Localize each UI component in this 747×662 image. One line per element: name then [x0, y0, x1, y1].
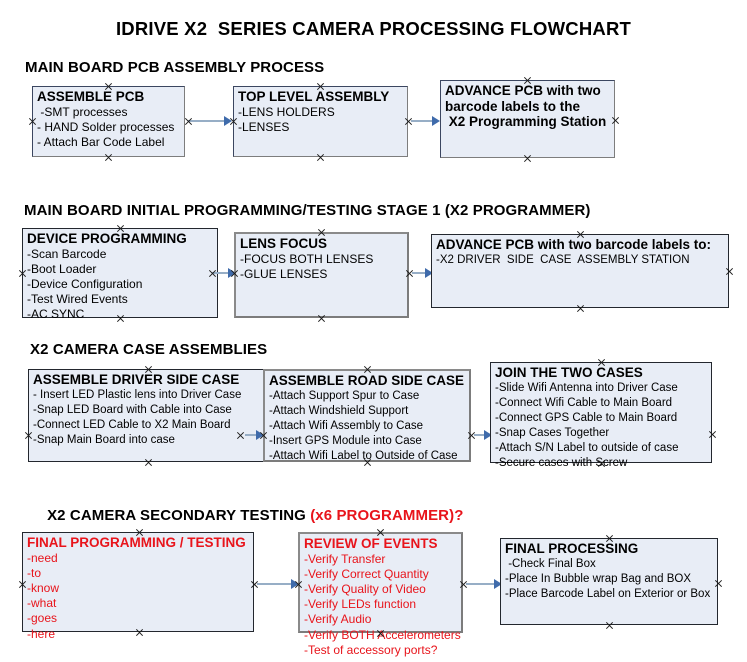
- connector-driver-to-road-side: [245, 434, 261, 436]
- node-final-programming-testing-line-1: -need: [27, 550, 58, 565]
- node-join-two-cases-line-6: -Secure cases with Screw: [495, 456, 628, 469]
- node-review-of-events-line-5: -Verify Audio: [304, 612, 372, 627]
- connector-review-to-final-processing: [466, 583, 499, 585]
- node-final-programming-testing-line-2: -to: [27, 565, 42, 580]
- page-title: IDRIVE X2 SERIES CAMERA PROCESSING FLOWC…: [115, 18, 632, 39]
- node-join-two-cases-line-2: -Connect Wifi Cable to Main Board: [495, 396, 673, 409]
- node-final-processing[interactable]: FINAL PROCESSING -Check Final Box -Place…: [500, 538, 718, 625]
- node-review-of-events-line-4: -Verify LEDs function: [304, 597, 417, 612]
- node-device-programming-line-3: -Device Configuration: [27, 276, 143, 291]
- arrowhead-icon: [224, 116, 232, 126]
- node-assemble-road-side-case-line-5: -Attach Wifi Label to Outside of Case: [269, 449, 458, 462]
- section-header-main-board-initial-programming: MAIN BOARD INITIAL PROGRAMMING/TESTING S…: [24, 202, 591, 219]
- node-review-of-events-line-1: -Verify Transfer: [304, 551, 386, 566]
- node-assemble-road-side-case-line-2: -Attach Windshield Support: [269, 404, 409, 417]
- node-advance-pcb-programming-station-line-2: barcode labels to the: [445, 98, 581, 114]
- section-header-main-board-pcb-assembly: MAIN BOARD PCB ASSEMBLY PROCESS: [25, 59, 325, 76]
- node-top-level-assembly-line-2: -LENSES: [238, 119, 290, 134]
- node-assemble-driver-side-case-line-4: -Snap Main Board into case: [33, 433, 175, 446]
- arrowhead-icon: [425, 268, 433, 278]
- section-header-secondary-testing-label: X2 CAMERA SECONDARY TESTING: [47, 507, 311, 524]
- node-review-of-events-line-3: -Verify Quality of Video: [304, 581, 426, 596]
- section-header-x2-camera-case-assemblies: X2 CAMERA CASE ASSEMBLIES: [30, 341, 268, 358]
- node-device-programming-line-5: -AC SYNC: [27, 307, 85, 322]
- arrowhead-icon: [484, 430, 492, 440]
- arrowhead-icon: [432, 116, 440, 126]
- node-final-programming-testing-line-5: -goes: [27, 611, 58, 626]
- node-assemble-pcb-line-1: -SMT processes: [37, 104, 128, 119]
- node-review-of-events-line-2: -Verify Correct Quantity: [304, 566, 429, 581]
- connector-device-to-lens-focus: [212, 272, 234, 274]
- node-join-two-cases-title: JOIN THE TWO CASES: [495, 365, 643, 380]
- node-assemble-road-side-case-line-4: -Insert GPS Module into Case: [269, 434, 422, 447]
- node-device-programming[interactable]: DEVICE PROGRAMMING -Scan Barcode -Boot L…: [22, 228, 218, 321]
- node-join-two-cases-line-4: -Snap Cases Together: [495, 426, 610, 439]
- node-lens-focus[interactable]: LENS FOCUS -FOCUS BOTH LENSES -GLUE LENS…: [234, 232, 409, 318]
- node-lens-focus-line-2: -GLUE LENSES: [240, 266, 328, 281]
- section-header-x2-camera-secondary-testing: X2 CAMERA SECONDARY TESTING (x6 PROGRAMM…: [30, 490, 463, 541]
- node-assemble-road-side-case[interactable]: ASSEMBLE ROAD SIDE CASE -Attach Support …: [263, 369, 471, 462]
- node-join-two-cases[interactable]: JOIN THE TWO CASES -Slide Wifi Antenna i…: [490, 362, 712, 469]
- node-final-programming-testing-title: FINAL PROGRAMMING / TESTING: [27, 535, 246, 550]
- node-final-programming-testing-line-3: -know: [27, 580, 60, 595]
- node-final-processing-line-2: -Place In Bubble wrap Bag and BOX: [505, 572, 692, 585]
- node-final-programming-testing-line-6: -here: [27, 626, 56, 641]
- node-lens-focus-line-1: -FOCUS BOTH LENSES: [240, 251, 374, 266]
- node-assemble-road-side-case-title: ASSEMBLE ROAD SIDE CASE: [269, 373, 465, 388]
- node-assemble-pcb[interactable]: ASSEMBLE PCB -SMT processes - HAND Solde…: [32, 86, 185, 157]
- node-advance-pcb-programming-station-line-1: ADVANCE PCB with two: [445, 83, 601, 98]
- node-assemble-pcb-line-3: - Attach Bar Code Label: [37, 134, 165, 149]
- node-final-programming-testing[interactable]: FINAL PROGRAMMING / TESTING -need -to -k…: [22, 532, 254, 641]
- node-assemble-driver-side-case[interactable]: ASSEMBLE DRIVER SIDE CASE - Insert LED P…: [28, 369, 268, 462]
- connector-top-level-to-advance: [411, 120, 437, 122]
- node-device-programming-line-4: -Test Wired Events: [27, 292, 128, 307]
- section-header-secondary-testing-red: (x6 PROGRAMMER)?: [310, 507, 464, 524]
- node-advance-pcb-driver-station-title: ADVANCE PCB with two barcode labels to:: [436, 237, 712, 252]
- node-assemble-driver-side-case-line-1: - Insert LED Plastic lens into Driver Ca…: [33, 388, 242, 401]
- connector-lens-focus-to-advance: [412, 272, 430, 274]
- node-device-programming-title: DEVICE PROGRAMMING: [27, 231, 187, 246]
- connector-final-prog-to-review: [257, 583, 296, 585]
- connector-pcb-to-top-level: [188, 120, 225, 122]
- arrowhead-icon: [494, 579, 502, 589]
- node-assemble-driver-side-case-title: ASSEMBLE DRIVER SIDE CASE: [33, 372, 240, 387]
- connector-road-side-to-join: [474, 434, 489, 436]
- node-top-level-assembly-line-1: -LENS HOLDERS: [238, 104, 335, 119]
- node-assemble-road-side-case-line-1: -Attach Support Spur to Case: [269, 389, 420, 402]
- node-review-of-events-title: REVIEW OF EVENTS: [304, 536, 438, 551]
- node-assemble-pcb-title: ASSEMBLE PCB: [37, 89, 145, 104]
- node-advance-pcb-programming-station[interactable]: ADVANCE PCB with two barcode labels to t…: [440, 80, 615, 158]
- node-join-two-cases-line-3: -Connect GPS Cable to Main Board: [495, 411, 678, 424]
- node-final-programming-testing-line-4: -what: [27, 596, 57, 611]
- node-final-processing-line-3: -Place Barcode Label on Exterior or Box: [505, 587, 711, 600]
- node-top-level-assembly-title: TOP LEVEL ASSEMBLY: [238, 89, 390, 104]
- node-review-of-events-line-7: -Test of accessory ports?: [304, 642, 438, 657]
- node-assemble-driver-side-case-line-3: -Connect LED Cable to X2 Main Board: [33, 418, 231, 431]
- node-join-two-cases-line-1: -Slide Wifi Antenna into Driver Case: [495, 381, 678, 394]
- arrowhead-icon: [256, 430, 264, 440]
- node-top-level-assembly[interactable]: TOP LEVEL ASSEMBLY -LENS HOLDERS -LENSES: [233, 86, 408, 157]
- node-advance-pcb-driver-station-line-1: -X2 DRIVER SIDE CASE ASSEMBLY STATION: [436, 253, 690, 266]
- node-final-processing-title: FINAL PROCESSING: [505, 541, 639, 556]
- node-lens-focus-title: LENS FOCUS: [240, 236, 328, 251]
- node-advance-pcb-programming-station-line-3: X2 Programming Station: [445, 114, 607, 129]
- arrowhead-icon: [228, 268, 236, 278]
- node-assemble-road-side-case-line-3: -Attach Wifi Assembly to Case: [269, 419, 424, 432]
- node-final-processing-line-1: -Check Final Box: [505, 557, 596, 570]
- arrowhead-icon: [291, 579, 299, 589]
- node-device-programming-line-2: -Boot Loader: [27, 261, 97, 276]
- node-review-of-events[interactable]: REVIEW OF EVENTS -Verify Transfer -Verif…: [298, 532, 463, 657]
- node-join-two-cases-line-5: -Attach S/N Label to outside of case: [495, 441, 679, 454]
- node-review-of-events-line-6: -Verify BOTH Accelerometers: [304, 627, 461, 642]
- node-assemble-driver-side-case-line-2: -Snap LED Board with Cable into Case: [33, 403, 232, 416]
- node-advance-pcb-driver-station[interactable]: ADVANCE PCB with two barcode labels to: …: [431, 234, 729, 308]
- node-assemble-pcb-line-2: - HAND Solder processes: [37, 119, 175, 134]
- node-device-programming-line-1: -Scan Barcode: [27, 246, 107, 261]
